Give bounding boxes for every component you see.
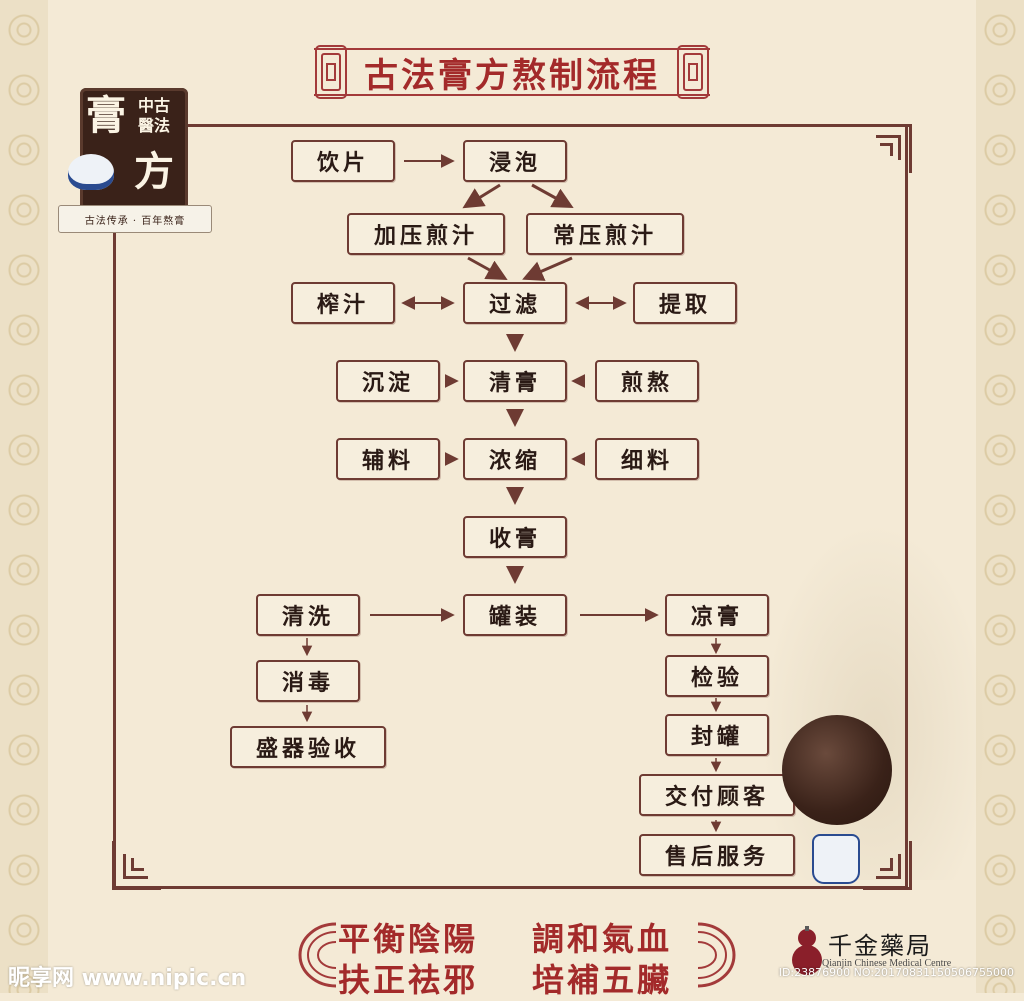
frame-corner-top-right (863, 124, 912, 173)
pharmacy-name: 千金藥局 (828, 932, 932, 960)
motto-right-ornament-icon (697, 922, 736, 988)
step-qinggao: 清膏 (463, 360, 567, 402)
title-banner: 古法膏方熬制流程 (314, 44, 710, 100)
pharmacy-brand: 千金藥局 Qianjin Chinese Medical Centre (780, 918, 980, 984)
step-fengguan: 封罐 (665, 714, 769, 756)
step-fuliao: 辅料 (336, 438, 440, 480)
step-guolv: 过滤 (463, 282, 567, 324)
title-top-line (314, 48, 710, 50)
step-jianyan: 检验 (665, 655, 769, 697)
step-guanzhuang: 罐装 (463, 594, 567, 636)
step-shougao: 收膏 (463, 516, 567, 558)
blue-white-porcelain-pot-icon (68, 154, 114, 190)
motto-line2-left: 扶正祛邪 (338, 961, 479, 999)
step-jiaya-jianzhi: 加压煎汁 (347, 213, 505, 255)
step-nongsuo: 浓缩 (463, 438, 567, 480)
logo-char-gao: 膏 (86, 92, 126, 139)
motto-left-ornament-icon (298, 922, 337, 988)
step-jianao: 煎熬 (595, 360, 699, 402)
pharmacy-english-name: Qianjin Chinese Medical Centre (822, 958, 952, 969)
step-tiqu: 提取 (633, 282, 737, 324)
decorative-swirl-icon (782, 715, 892, 825)
motto-line1-left: 平衡陰陽 (338, 920, 479, 958)
step-xiliao: 细料 (595, 438, 699, 480)
watermark-id: ID:23876900 NO:20170831150506755000 (778, 966, 1014, 979)
logo-side-text-1: 中古 (138, 96, 171, 115)
title-bottom-line (314, 94, 710, 96)
logo-char-fang: 方 (134, 148, 174, 195)
frame-corner-bottom-right (863, 841, 912, 890)
step-shouhou-fuwu: 售后服务 (639, 834, 795, 876)
frame-corner-bottom-left (112, 841, 161, 890)
gaofang-logo: 膏 中古 醫法 方 古法传承 · 百年熬膏 (58, 88, 212, 238)
medicine-jar-icon (812, 834, 860, 884)
logo-ribbon: 古法传承 · 百年熬膏 (58, 205, 212, 233)
logo-side-text-2: 醫法 (138, 116, 171, 135)
step-zhazhi: 榨汁 (291, 282, 395, 324)
step-yinpian: 饮片 (291, 140, 395, 182)
left-border-pattern (0, 0, 48, 993)
step-jiaofu-guke: 交付顾客 (639, 774, 795, 816)
page-title: 古法膏方熬制流程 (364, 55, 660, 96)
step-jinpao: 浸泡 (463, 140, 567, 182)
step-changya-jianzhi: 常压煎汁 (526, 213, 684, 255)
right-border-pattern (976, 0, 1024, 993)
title-right-ornament-icon (677, 45, 709, 99)
step-chendian: 沉淀 (336, 360, 440, 402)
motto-line1-right: 調和氣血 (532, 920, 673, 958)
step-qingxi: 清洗 (256, 594, 360, 636)
logo-badge: 膏 中古 醫法 方 (80, 88, 188, 210)
step-lianggao: 凉膏 (665, 594, 769, 636)
gourd-logo-icon (792, 926, 822, 975)
watermark-site: 昵享网 www.nipic.cn (8, 966, 247, 991)
step-shengqi-yanshou: 盛器验收 (230, 726, 386, 768)
title-left-ornament-icon (315, 45, 347, 99)
motto-line2-right: 培補五臟 (532, 961, 673, 999)
step-xiaodu: 消毒 (256, 660, 360, 702)
process-frame (113, 124, 908, 889)
